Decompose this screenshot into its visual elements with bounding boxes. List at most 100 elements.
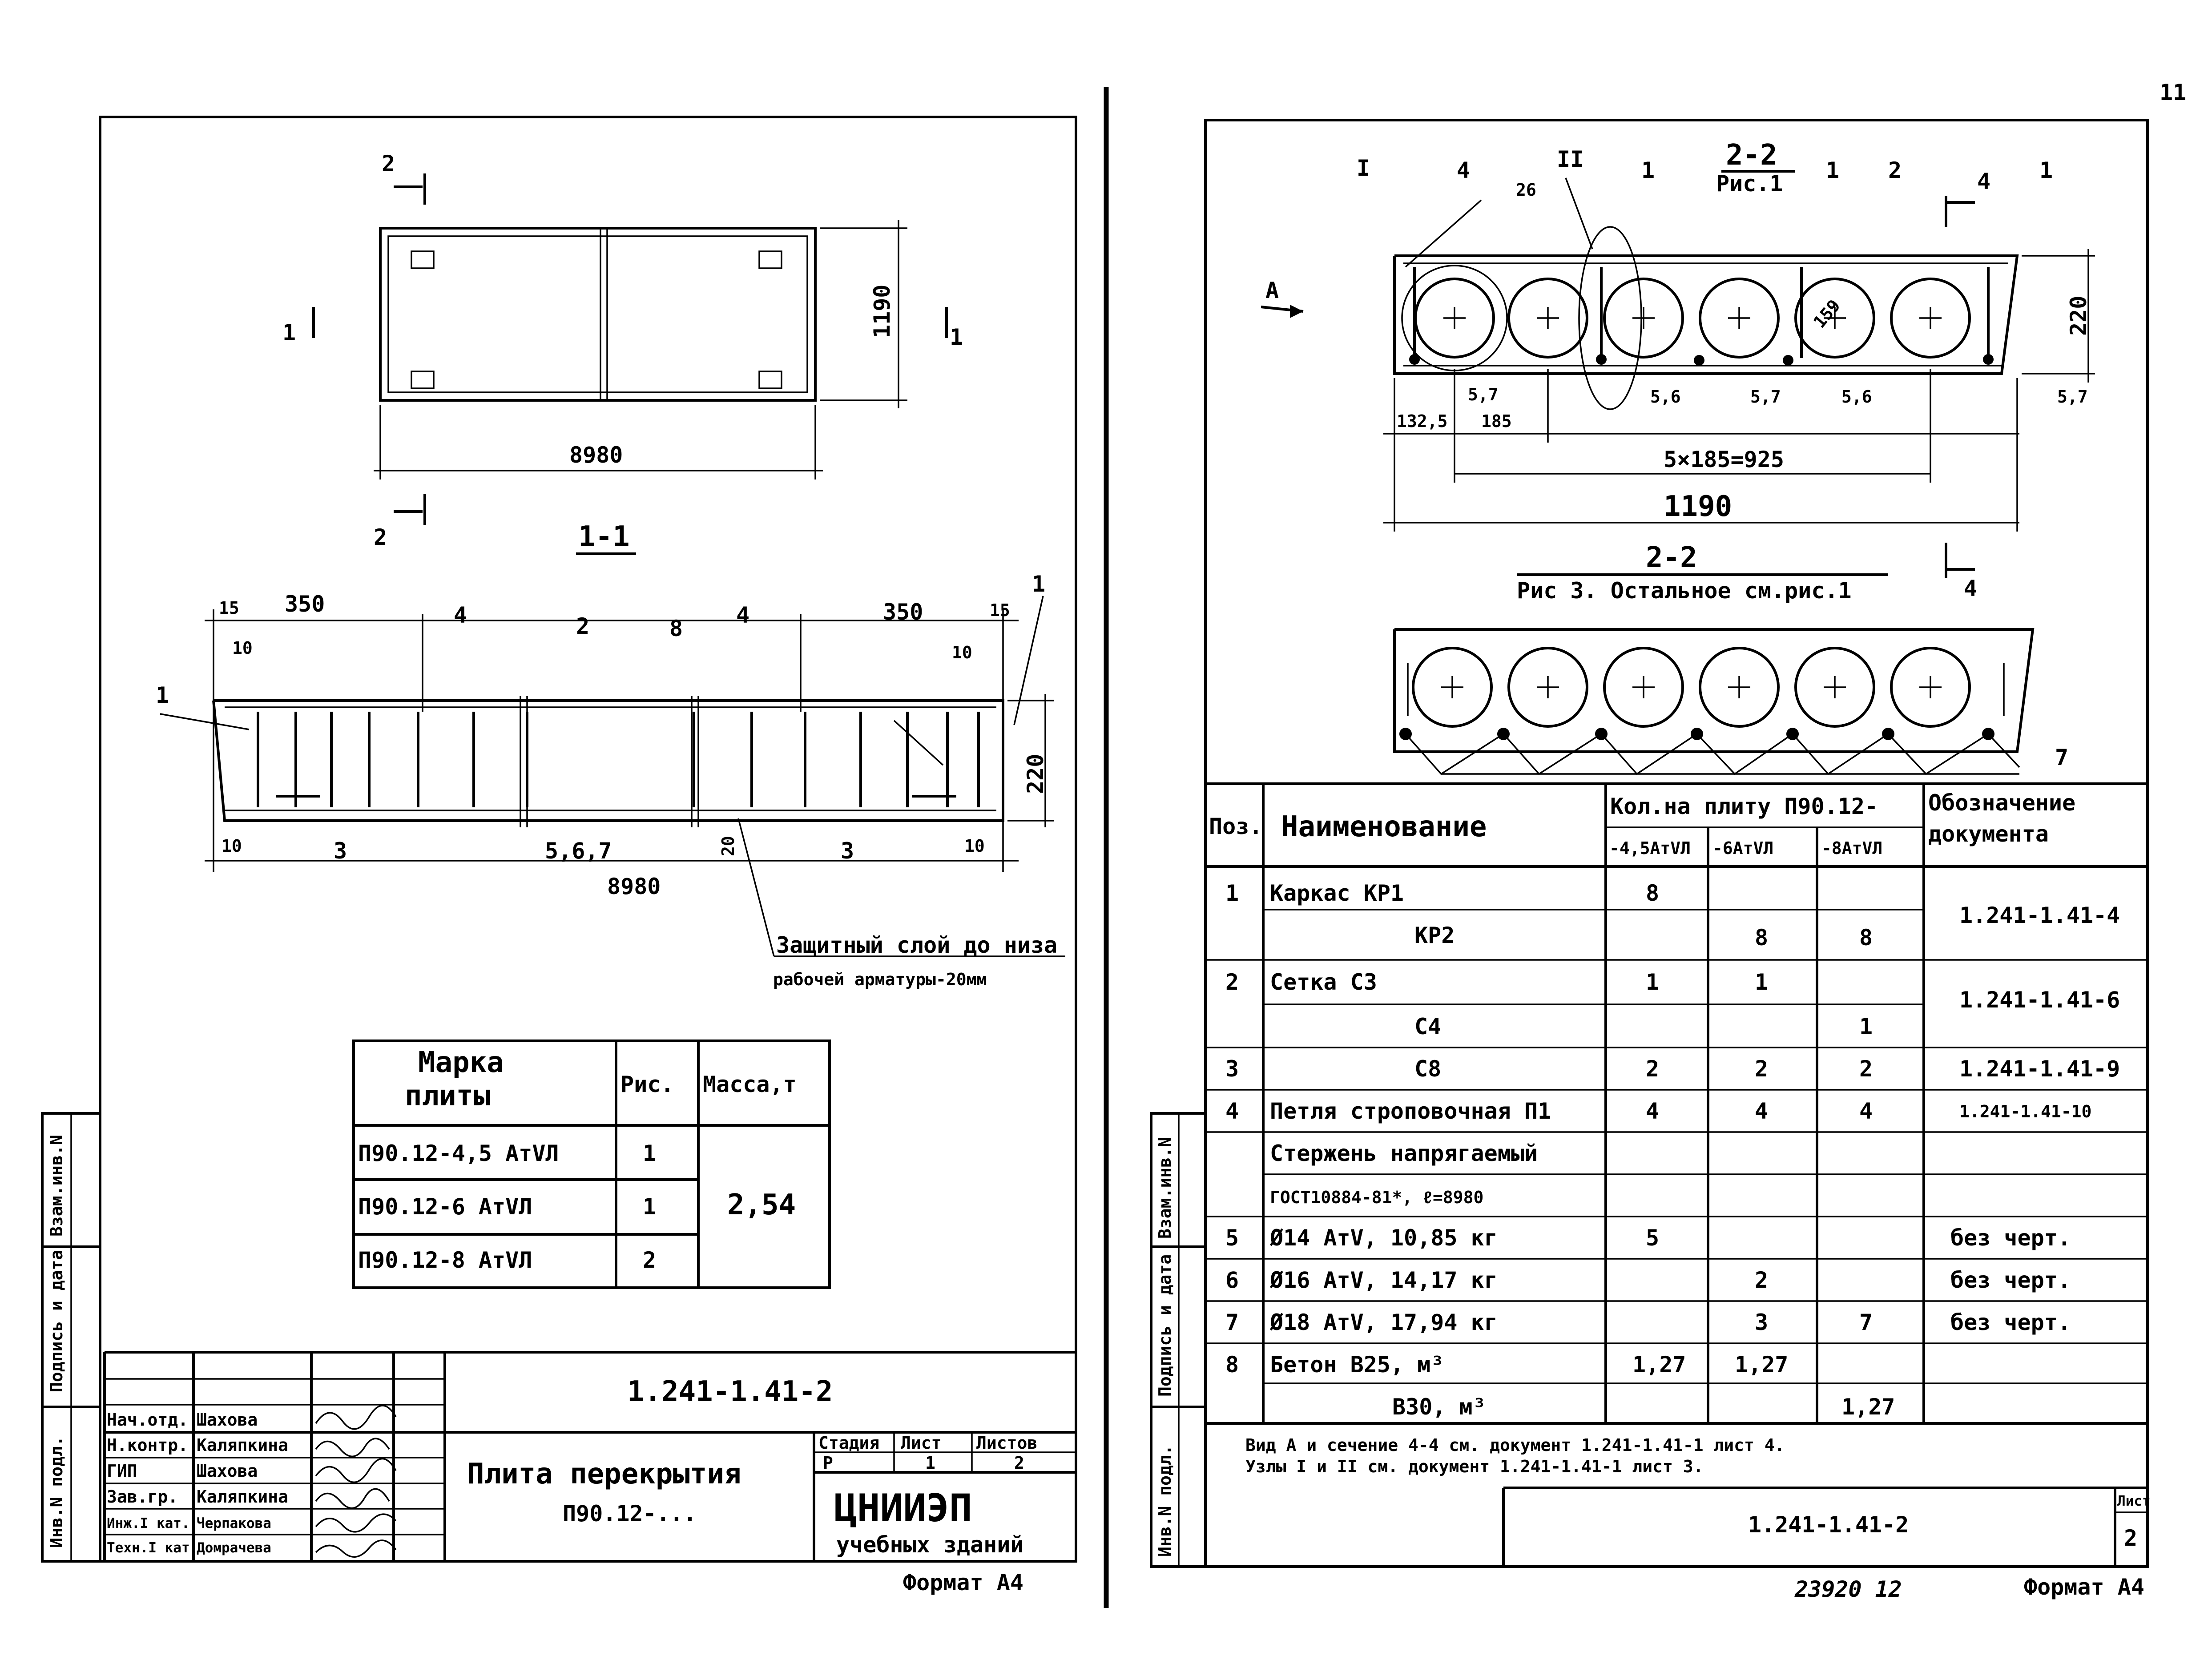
right-sheet-label: Лист <box>2117 1493 2151 1509</box>
role-1: Н.контр. <box>107 1435 188 1455</box>
spec-row-6-q1: 4 <box>1646 1098 1659 1124</box>
spec-table <box>1205 782 2148 1425</box>
sec22-dim-220: 220 <box>2066 296 2091 336</box>
spec-row-6-doc: 1.241-1.41-10 <box>1959 1102 2091 1121</box>
sec11-dim-350-right: 350 <box>883 599 923 625</box>
spec-row-4-q3: 1 <box>1859 1014 1873 1040</box>
spec-row-9-pos: 5 <box>1225 1225 1239 1251</box>
left-title-line1: Плита перекрытия <box>467 1458 741 1491</box>
sec22-top-title: 2-2 <box>1726 139 1777 172</box>
sec11-callout-8: 8 <box>669 616 683 641</box>
spec-h-pos: Поз. <box>1209 814 1262 839</box>
name-4: Черпакова <box>197 1515 271 1531</box>
spec-row-10-q2: 2 <box>1755 1267 1768 1293</box>
spec-row-2-q3: 8 <box>1859 925 1873 951</box>
right-note-line1: Вид А и сечение 4-4 см. документ 1.241-1… <box>1245 1435 1785 1455</box>
spec-row-3-doc: 1.241-1.41-6 <box>1959 987 2120 1013</box>
sheet-value: 1 <box>925 1453 935 1473</box>
sec22-dim-57c: 5,7 <box>2057 387 2088 407</box>
name-2: Шахова <box>197 1461 258 1481</box>
sec22-dim-925: 5×185=925 <box>1664 447 1784 472</box>
sec22-callout-4b: 4 <box>1977 169 1990 194</box>
left-title-line2: П90.12-... <box>563 1501 697 1527</box>
sec11-length-dim: 8980 <box>607 874 661 899</box>
spec-row-9-doc: без черт. <box>1950 1225 2071 1251</box>
sec22-callout-I: I <box>1357 155 1370 181</box>
sec11-dim-350-left: 350 <box>285 591 325 617</box>
spec-row-5-doc: 1.241-1.41-9 <box>1959 1056 2120 1082</box>
plan-height-dim: 1190 <box>869 285 895 338</box>
sec22-top-subtitle: Рис.1 <box>1716 171 1783 197</box>
sec22-callout-II: II <box>1557 146 1583 172</box>
org-name: ЦНИИЭП <box>834 1486 972 1531</box>
signatures <box>315 1405 397 1558</box>
spec-row-11-name: Ø18 АтV, 17,94 кг <box>1269 1309 1498 1335</box>
mass-table-header-mass: Масса,т <box>703 1072 797 1097</box>
sec22-dim-1190: 1190 <box>1664 490 1732 523</box>
spec-row-3-q2: 1 <box>1755 969 1768 995</box>
sheets-label: Листов <box>976 1433 1037 1453</box>
role-3: Зав.гр. <box>107 1487 178 1507</box>
plan-mark-2-bottom: 2 <box>374 524 387 550</box>
spec-row-3-name: Сетка С3 <box>1270 969 1377 995</box>
spec-h-name: Наименование <box>1281 810 1487 843</box>
spec-row-1-q1: 8 <box>1646 880 1659 906</box>
spec-row-6-q2: 4 <box>1755 1098 1768 1124</box>
spec-row-13-q3: 1,27 <box>1841 1394 1895 1420</box>
name-1: Каляпкина <box>197 1435 288 1455</box>
spec-row-12-q1: 1,27 <box>1632 1352 1686 1378</box>
sheet-corner-mark: 11 <box>2160 80 2186 105</box>
sec11-callout-1-right: 1 <box>1032 571 1045 597</box>
role-5: Техн.I кат. <box>107 1540 198 1556</box>
sec22-dim-159: 159 <box>1809 296 1844 332</box>
spec-row-6-name: Петля строповочная П1 <box>1270 1098 1551 1124</box>
right-stamp-sign: Подпись и дата <box>1155 1254 1175 1397</box>
mass-table-header-fig: Рис. <box>620 1072 674 1097</box>
mass-table-header-mark: Марка <box>418 1046 504 1079</box>
sec11-callout-3-left: 3 <box>334 838 347 864</box>
plan-view <box>312 173 948 525</box>
role-2: ГИП <box>107 1461 137 1481</box>
spec-h-doc-wrap: Обозначение документа <box>1928 790 2076 847</box>
spec-row-10-name: Ø16 АтV, 14,17 кг <box>1269 1267 1498 1293</box>
spec-h-q1: -4,5АтVЛ <box>1609 838 1691 858</box>
spec-row-10-doc: без черт. <box>1950 1267 2071 1293</box>
sec11-callout-4-left: 4 <box>454 602 467 628</box>
sheet-label: Лист <box>901 1433 942 1453</box>
role-4: Инж.I кат. <box>107 1515 190 1531</box>
spec-row-8-name: ГОСТ10884-81*, ℓ=8980 <box>1270 1188 1483 1207</box>
spec-row-5-pos: 3 <box>1225 1056 1239 1082</box>
left-frame <box>99 116 1077 1563</box>
spec-row-13-name: В30, м³ <box>1392 1394 1486 1420</box>
spec-row-12-name: Бетон В25, м³ <box>1270 1352 1444 1378</box>
sec22-bottom-title: 2-2 <box>1646 541 1697 574</box>
sec11-dim-15-right: 15 <box>990 600 1010 620</box>
sec11-dim-10-d: 10 <box>964 836 985 856</box>
spec-row-1-doc: 1.241-1.41-4 <box>1959 903 2120 928</box>
spec-row-3-pos: 2 <box>1225 969 1239 995</box>
sec22-bottom-callout-7: 7 <box>2055 745 2068 770</box>
mass-row-2-mark: П90.12-6 АтVЛ <box>358 1194 532 1220</box>
sec11-note-line2: рабочей арматуры-20мм <box>773 970 987 989</box>
mass-row-1-fig: 1 <box>643 1140 656 1166</box>
left-format: Формат А4 <box>903 1570 1023 1596</box>
section-1-1-drawing <box>160 596 1065 957</box>
mass-row-2-fig: 1 <box>643 1194 656 1220</box>
spec-row-10-pos: 6 <box>1225 1267 1239 1293</box>
left-doc-code: 1.241-1.41-2 <box>627 1375 833 1408</box>
spec-row-6-pos: 4 <box>1225 1098 1239 1124</box>
spec-h-doc: Обозначение документа <box>1928 790 2076 847</box>
sec11-note-line1: Защитный слой до низа <box>776 932 1057 958</box>
right-stamp-inv: Инв.N подл. <box>1155 1445 1175 1557</box>
left-stamp-zam: Взам.инв.N <box>47 1135 66 1237</box>
sec22-dim-56b: 5,6 <box>1841 387 1872 407</box>
sec22-callout-2: 2 <box>1888 157 1902 183</box>
stage-value: Р <box>823 1453 833 1473</box>
name-5: Домрачева <box>197 1540 271 1556</box>
sec22-dim-185: 185 <box>1481 411 1512 431</box>
org-sub: учебных зданий <box>836 1532 1023 1558</box>
plan-mark-1-right: 1 <box>950 324 963 350</box>
sec22-top-drawing <box>1261 177 2095 532</box>
spec-row-11-q3: 7 <box>1859 1309 1873 1335</box>
